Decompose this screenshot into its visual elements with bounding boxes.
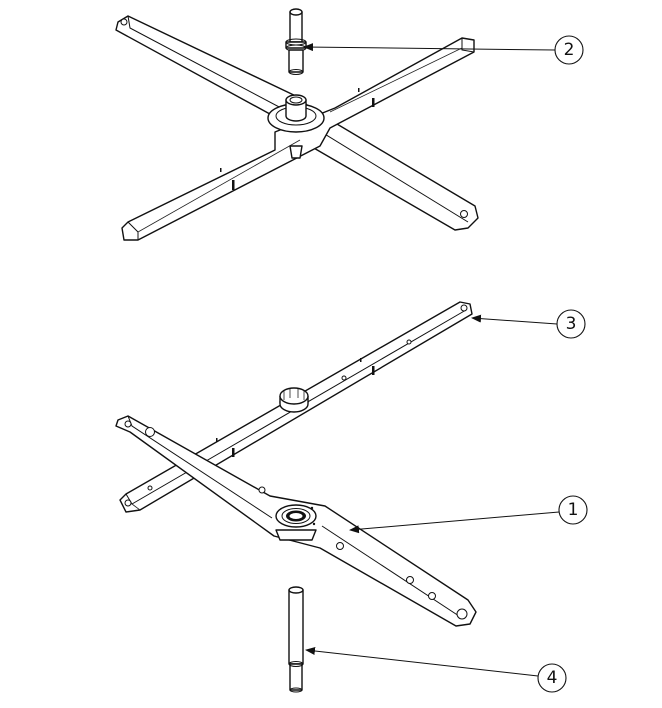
callout-4-circle: [537, 663, 567, 693]
callout-4-label: 4: [547, 668, 558, 688]
lower-main-spray-arm: [115, 415, 477, 627]
lower-connector-shaft: [288, 586, 304, 693]
upper-spray-arm-cross-blade: [121, 37, 475, 241]
lower-thin-spray-arm: [119, 301, 473, 513]
upper-spray-arm: [115, 15, 479, 241]
upper-connector-shaft: [285, 8, 307, 75]
callout-2: 2: [303, 35, 584, 65]
callout-1-leader: [349, 511, 560, 534]
callout-3: 3: [471, 309, 586, 339]
callout-1-label: 1: [568, 500, 579, 520]
callout-4: 4: [305, 647, 567, 693]
callout-3-leader: [471, 314, 558, 325]
callout-1: 1: [349, 495, 588, 534]
callout-4-leader: [305, 647, 539, 677]
callout-3-label: 3: [566, 314, 577, 334]
callout-1-circle: [558, 495, 588, 525]
lower-thin-spray-arm-knob: [279, 387, 309, 413]
callout-3-circle: [556, 309, 586, 339]
upper-spray-arm-hub: [267, 94, 325, 159]
callout-2-circle: [554, 35, 584, 65]
callout-2-leader: [303, 43, 556, 52]
lower-main-spray-arm-bearing: [275, 504, 317, 541]
callout-2-label: 2: [564, 40, 575, 60]
